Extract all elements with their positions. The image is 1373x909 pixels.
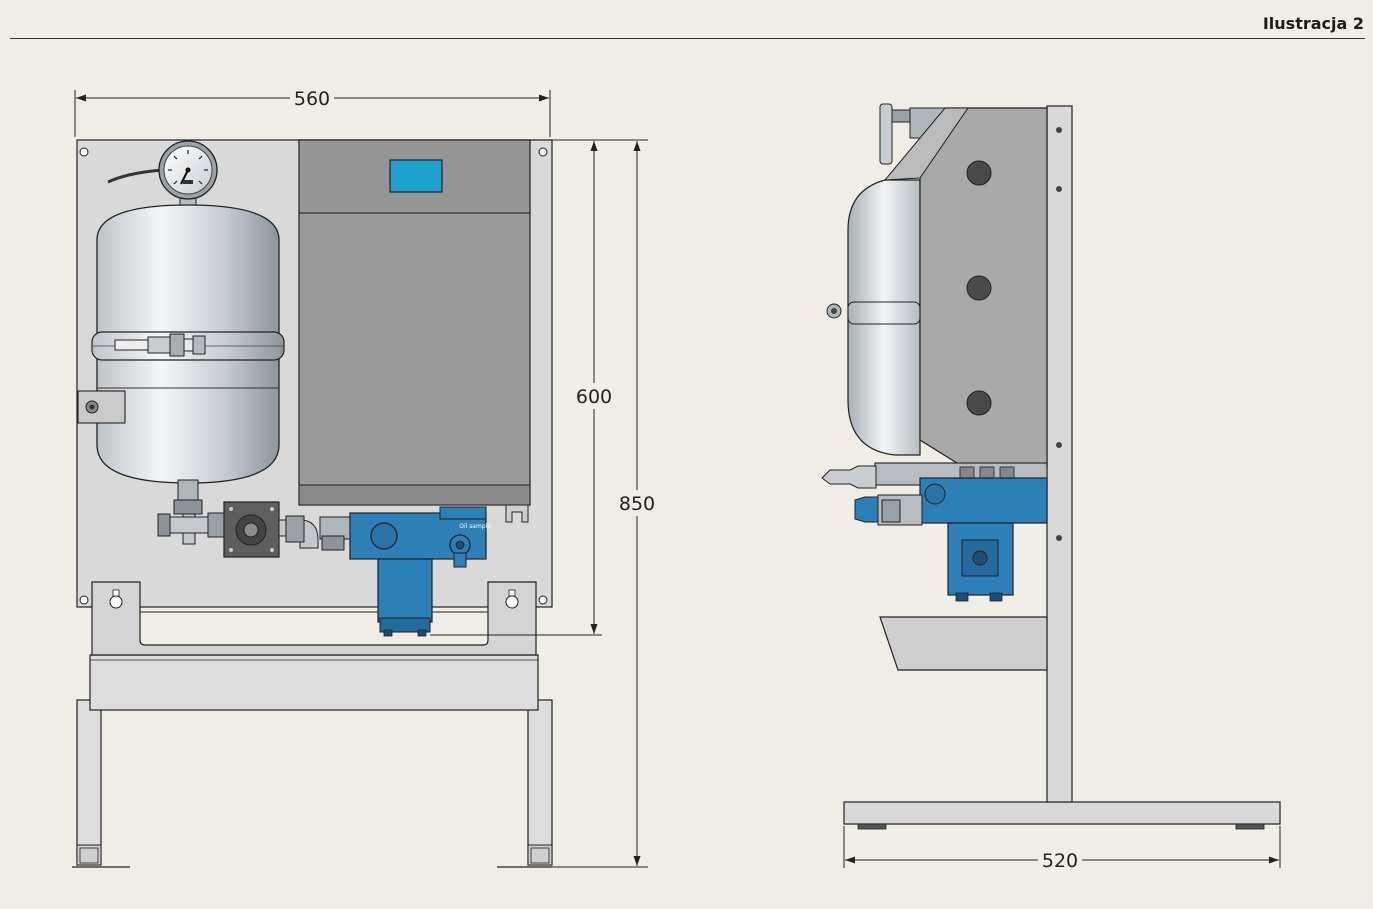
front-leg-left [76, 699, 102, 866]
foot-left [76, 844, 102, 866]
mount-hole-bl [79, 595, 89, 605]
header-rule [10, 38, 1365, 39]
mount-hole-tr [538, 147, 548, 157]
oil-sample-label: Oil sample [459, 523, 491, 530]
pump-motor [377, 558, 433, 623]
illustration-title: Ilustracja 2 [1262, 14, 1364, 33]
mount-hole-br [538, 595, 548, 605]
dim-total-height-label: 850 [619, 493, 655, 515]
pipe-fittings [157, 479, 351, 558]
drip-tray [89, 654, 539, 711]
side-view: 520 [821, 103, 1281, 872]
filter-block: Oil sample [349, 506, 491, 637]
sample-valve [449, 534, 471, 568]
dim-width-label: 560 [294, 88, 330, 110]
base-plate [843, 801, 1281, 825]
front-leg-right [527, 699, 553, 866]
dim-base-width-label: 520 [1042, 850, 1078, 872]
side-gauge [879, 103, 893, 165]
front-view: Oil sample 560 [72, 86, 659, 868]
side-pump-motor [947, 522, 1014, 596]
pressure-gauge [158, 140, 218, 208]
upright-post [1046, 105, 1073, 803]
control-cabinet [298, 139, 531, 523]
foot-right [527, 844, 553, 866]
display-screen [389, 159, 443, 193]
side-drip-tray [879, 616, 1048, 671]
handle-bracket [91, 581, 537, 656]
dim-panel-height-label: 600 [576, 386, 612, 408]
expansion-tank [77, 204, 285, 484]
mount-hole-tl [79, 147, 89, 157]
